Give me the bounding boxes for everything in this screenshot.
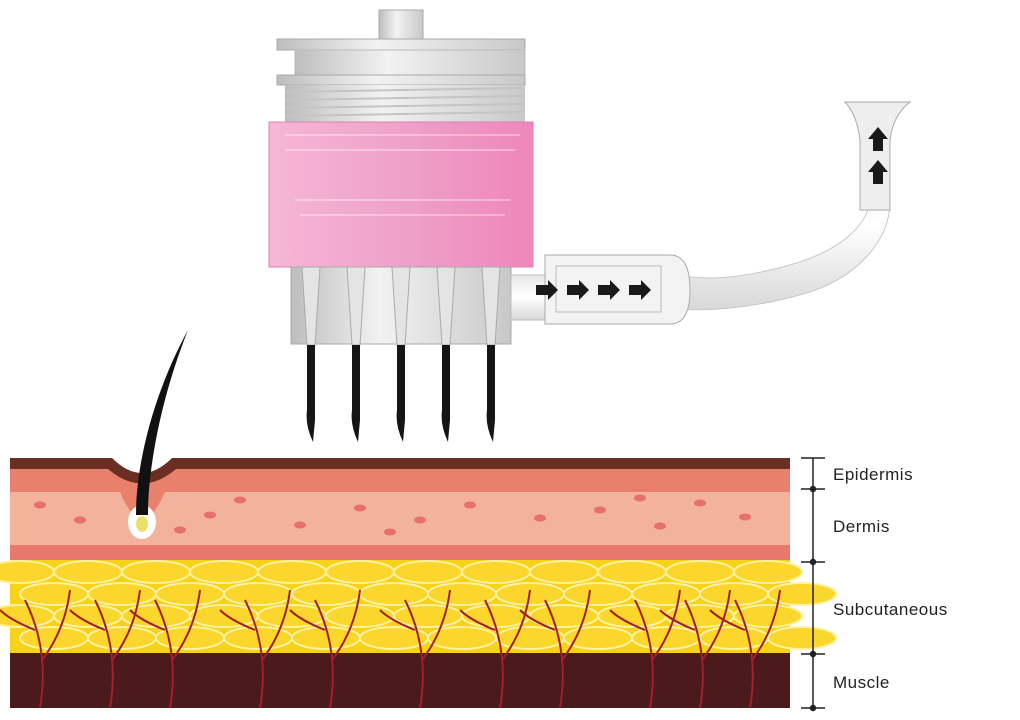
needle-tip — [486, 345, 495, 442]
flow-arrows — [536, 280, 651, 300]
housing-body — [294, 49, 526, 76]
blood-vessel — [0, 589, 71, 709]
needle-tip — [351, 345, 360, 442]
dermis-cell — [534, 514, 546, 522]
dermis-cell — [294, 521, 306, 529]
dermis-cell — [739, 513, 751, 521]
blood-vessel — [709, 589, 781, 709]
dermis-cell — [634, 494, 646, 502]
dermis-cell — [74, 516, 86, 524]
skin-cross-section — [0, 330, 837, 709]
blood-vessel — [519, 589, 591, 709]
needle-tip — [306, 345, 315, 442]
muscle-layer — [10, 652, 790, 708]
fat-cell — [359, 582, 429, 606]
fat-cell — [0, 560, 55, 584]
fat-cell — [767, 626, 837, 650]
fat-cell — [257, 604, 327, 628]
stratum-corneum — [10, 458, 790, 484]
dermis-cell — [414, 516, 426, 524]
fat-cell — [597, 560, 667, 584]
fat-cell — [699, 582, 769, 606]
top-flange — [276, 38, 526, 51]
fat-cell — [19, 582, 89, 606]
dermis-cell — [204, 511, 216, 519]
outlet-arrows — [868, 127, 888, 184]
hair-shaft — [136, 330, 188, 515]
fat-cell — [733, 604, 803, 628]
fat-cell — [699, 626, 769, 650]
needle-tip — [441, 345, 450, 442]
fat-cell — [393, 604, 463, 628]
dermis-layer — [10, 490, 790, 545]
dermis-cell — [594, 506, 606, 514]
suction-tube-hose — [659, 139, 891, 311]
blood-vessel — [289, 589, 361, 709]
fat-cell — [461, 604, 531, 628]
fat-cell — [427, 626, 497, 650]
fat-cell — [733, 560, 803, 584]
fat-cell — [563, 582, 633, 606]
dermis-cell — [354, 504, 366, 512]
label-epidermis: Epidermis — [833, 465, 914, 484]
fat-cell — [155, 582, 225, 606]
fat-cell — [121, 560, 191, 584]
fat-cell — [291, 582, 361, 606]
arrow-right-icon — [536, 280, 558, 300]
fat-cell — [631, 582, 701, 606]
microneedle-device — [268, 9, 912, 442]
hair-bulb — [136, 516, 148, 532]
fat-cell — [325, 604, 395, 628]
label-muscle: Muscle — [833, 673, 890, 692]
blood-vessel — [609, 589, 681, 709]
dermis-cell — [174, 526, 186, 534]
top-nozzle — [378, 9, 424, 41]
fat-cell — [87, 582, 157, 606]
fat-cell — [393, 560, 463, 584]
dermis-cells — [34, 494, 751, 536]
dermis-cell — [464, 501, 476, 509]
fat-cell — [461, 560, 531, 584]
blood-vessels — [0, 589, 781, 709]
blood-vessel — [659, 589, 731, 709]
arrow-right-icon — [598, 280, 620, 300]
dermis-cell — [234, 496, 246, 504]
cap-texture — [285, 134, 520, 216]
fat-cell — [53, 560, 123, 584]
dermis-cell — [34, 501, 46, 509]
needle-tip — [396, 345, 405, 442]
dermis-cell — [694, 499, 706, 507]
layer-scale — [801, 457, 825, 712]
arrow-up-icon — [868, 160, 888, 184]
blood-vessel — [129, 589, 201, 709]
blood-vessel — [379, 589, 451, 709]
label-subcutaneous: Subcutaneous — [833, 600, 948, 619]
arrow-up-icon — [868, 127, 888, 151]
blood-vessel — [459, 589, 531, 709]
fat-cell — [325, 560, 395, 584]
fat-cell — [257, 560, 327, 584]
epidermis-layer — [10, 460, 790, 519]
dermis-cell — [654, 522, 666, 530]
arrow-right-icon — [567, 280, 589, 300]
fat-cell — [223, 582, 293, 606]
dermis-bottom-band — [10, 542, 790, 560]
thread — [284, 85, 526, 122]
pink-cap — [268, 121, 534, 268]
fat-cell — [665, 560, 735, 584]
arrow-right-icon — [629, 280, 651, 300]
needle-array — [301, 266, 501, 442]
label-dermis: Dermis — [833, 517, 890, 536]
blood-vessel — [219, 589, 291, 709]
dermis-cell — [384, 528, 396, 536]
fat-cell — [19, 626, 89, 650]
outlet-funnel — [843, 101, 912, 211]
fat-cell — [767, 582, 837, 606]
blood-vessel — [69, 589, 141, 709]
lower-flange — [276, 74, 526, 86]
fat-cell — [529, 560, 599, 584]
suction-tube — [510, 274, 546, 321]
fat-cell — [189, 560, 259, 584]
fat-cell — [563, 626, 633, 650]
